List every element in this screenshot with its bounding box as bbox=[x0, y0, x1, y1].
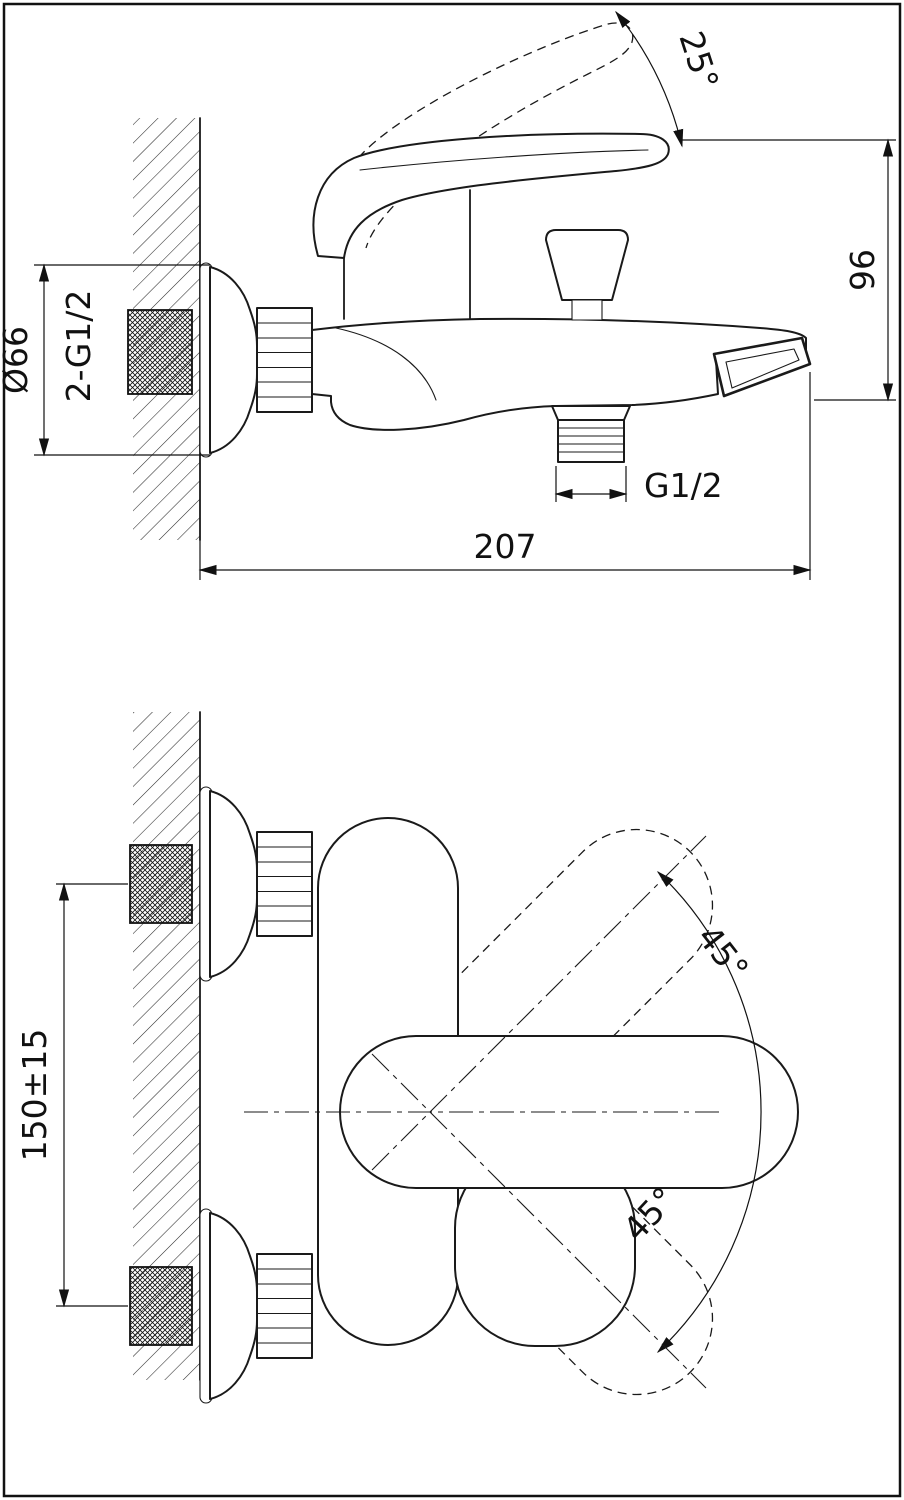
wall-inlet-thread-upper bbox=[129, 844, 193, 924]
centerlines bbox=[244, 835, 722, 1389]
wall-flange-lower bbox=[199, 1208, 313, 1404]
shower-outlet bbox=[551, 405, 631, 463]
dim-label-flange-diameter: Ø66 bbox=[0, 326, 35, 394]
wall-inlet-thread-lower bbox=[129, 1266, 193, 1346]
front-view: 45° 45° 150±15 bbox=[15, 711, 799, 1404]
wall-flange bbox=[199, 262, 313, 458]
dim-label-overall-length: 207 bbox=[474, 527, 537, 566]
dim-label-swing-up: 45° bbox=[690, 918, 757, 988]
diverter-knob bbox=[545, 229, 629, 321]
handle-lever bbox=[312, 132, 670, 259]
dim-outlet-thread: G1/2 bbox=[554, 466, 723, 505]
dim-label-height: 96 bbox=[843, 249, 882, 291]
dim-label-inlet-spacing: 150±15 bbox=[15, 1029, 54, 1162]
dim-overall-length: 207 bbox=[198, 372, 812, 580]
dim-flange-diameter: Ø66 2-G1/2 bbox=[0, 263, 210, 457]
valve-neck bbox=[343, 189, 471, 320]
dim-height-96: 96 bbox=[680, 138, 896, 402]
dim-label-wall-thread: 2-G1/2 bbox=[59, 290, 98, 403]
dim-arc-handle-swing bbox=[656, 870, 762, 1354]
side-view: 25° 96 Ø66 2-G1/2 G1/2 207 bbox=[0, 10, 896, 580]
wall-inlet-thread bbox=[127, 309, 193, 395]
dim-label-handle-angle: 25° bbox=[671, 27, 726, 95]
dim-label-outlet-thread: G1/2 bbox=[644, 466, 723, 505]
dim-arc-handle-angle bbox=[615, 10, 684, 148]
dim-inlet-spacing: 150±15 bbox=[15, 882, 128, 1308]
spout-aerator bbox=[712, 336, 812, 398]
wall-flange-upper bbox=[199, 786, 313, 982]
body-contour-line bbox=[335, 327, 437, 401]
